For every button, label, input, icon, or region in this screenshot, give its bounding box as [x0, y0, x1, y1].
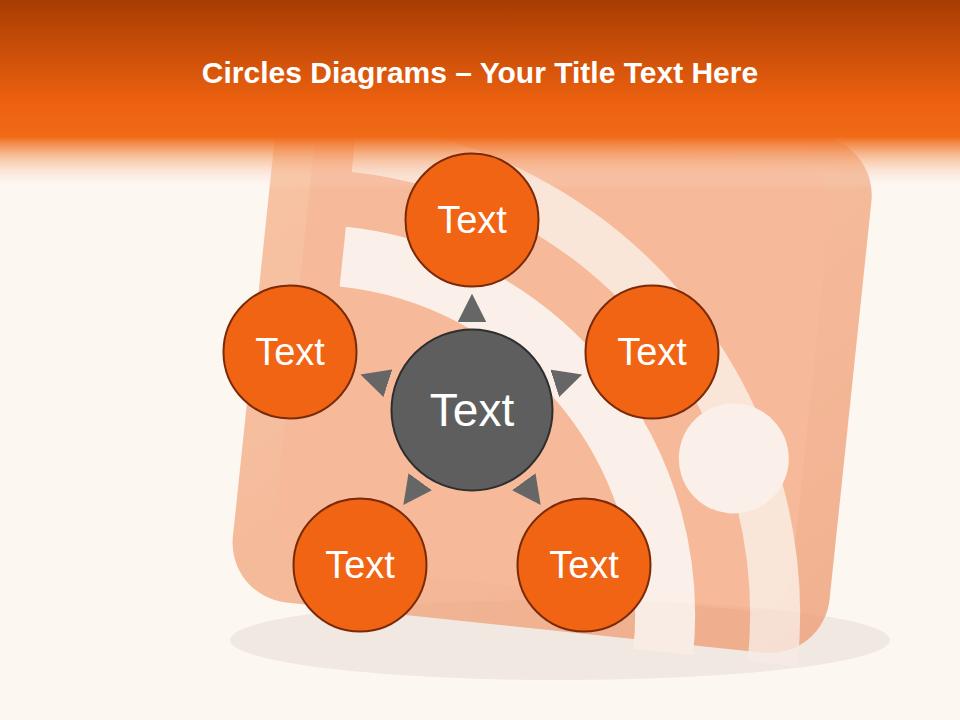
- circle-label: Text: [549, 544, 619, 587]
- circle-label: Text: [430, 383, 514, 437]
- outer-circle: Text: [584, 284, 720, 420]
- circle-label: Text: [437, 199, 507, 242]
- circle-label: Text: [617, 331, 687, 374]
- outer-circle: Text: [222, 284, 358, 420]
- circle-label: Text: [325, 544, 395, 587]
- outer-circle: Text: [404, 152, 540, 288]
- arrow-connector: [561, 379, 568, 381]
- slide-title: Circles Diagrams – Your Title Text Here: [0, 56, 960, 90]
- outer-circle: Text: [292, 497, 428, 633]
- arrow-connector: [527, 486, 532, 493]
- center-circle: Text: [390, 328, 554, 492]
- arrow-connector: [412, 486, 417, 493]
- outer-circle: Text: [516, 497, 652, 633]
- arrow-connector: [374, 379, 382, 382]
- arrow-connector: [468, 308, 477, 316]
- circle-label: Text: [255, 331, 325, 374]
